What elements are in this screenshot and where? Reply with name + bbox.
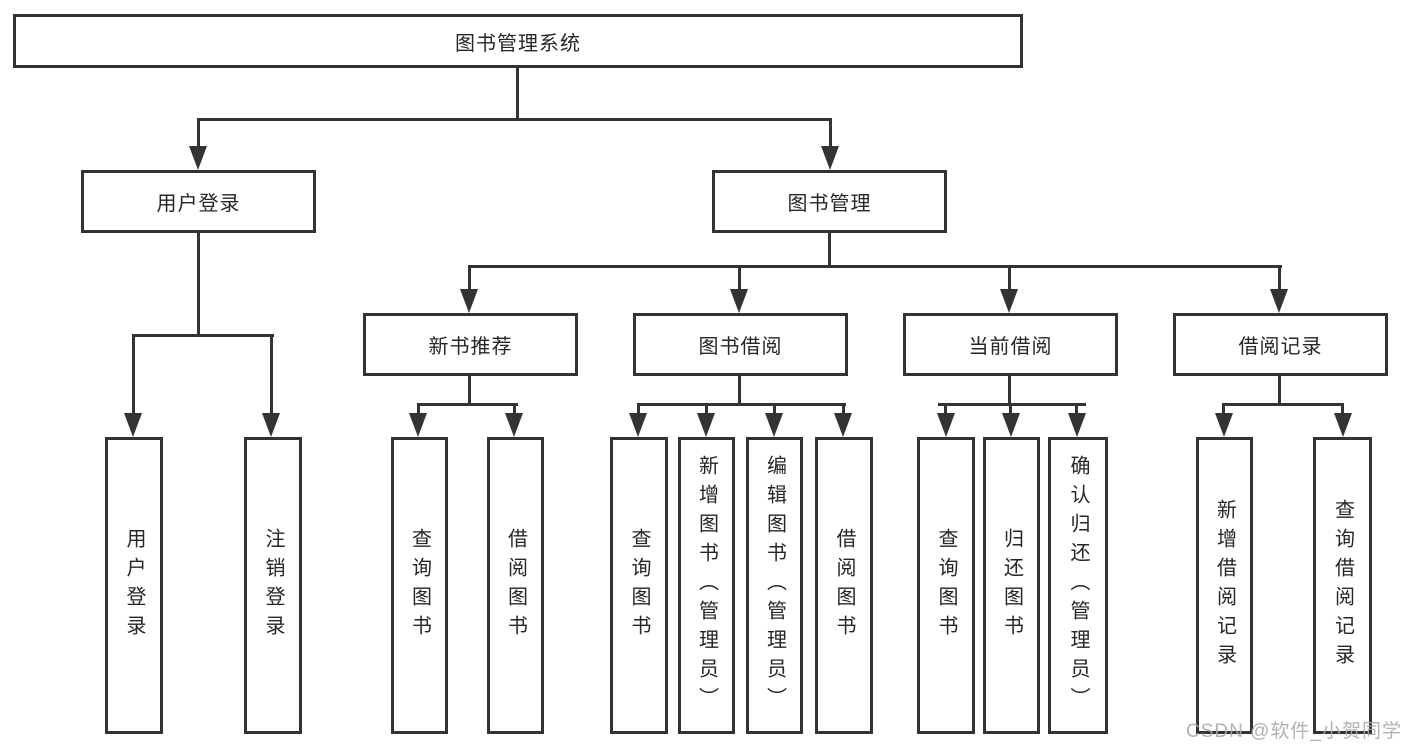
- leaf-user-login-label: 用户登录: [123, 527, 145, 644]
- leaf-logout-label: 注销登录: [262, 527, 284, 644]
- arrowhead-down-icon: [765, 413, 783, 437]
- connector-rail: [1222, 403, 1344, 406]
- leaf-query-books-3: 查询图书: [917, 437, 975, 734]
- arrowhead-down-icon: [505, 413, 523, 437]
- node-borrow-records: 借阅记录: [1173, 313, 1388, 376]
- connector-stem: [1341, 403, 1344, 417]
- connector-stem: [468, 265, 471, 293]
- node-user-login: 用户登录: [81, 170, 316, 233]
- connector-root-rail: [197, 118, 832, 121]
- connector-stem: [1008, 376, 1011, 406]
- arrowhead-down-icon: [834, 413, 852, 437]
- arrowhead-down-icon: [460, 289, 478, 313]
- leaf-user-login: 用户登录: [105, 437, 163, 734]
- connector-stem: [828, 233, 831, 268]
- arrowhead-down-icon: [189, 146, 207, 170]
- leaf-query-books-1: 查询图书: [391, 437, 448, 734]
- node-new-book-recommend-label: 新书推荐: [428, 336, 513, 358]
- leaf-add-book-admin: 新增图书（管理员）: [678, 437, 735, 734]
- arrowhead-down-icon: [821, 146, 839, 170]
- connector-stem: [637, 403, 640, 417]
- node-root-label: 图书管理系统: [455, 32, 581, 55]
- csdn-watermark: CSDN @软件_小贺同学: [1186, 721, 1402, 742]
- connector-stem: [829, 118, 832, 150]
- connector-stem: [270, 334, 273, 415]
- leaf-edit-book-admin: 编辑图书（管理员）: [746, 437, 803, 734]
- arrowhead-down-icon: [937, 413, 955, 437]
- node-book-management-label: 图书管理: [787, 193, 872, 215]
- connector-rail: [637, 403, 846, 406]
- arrowhead-down-icon: [1068, 413, 1086, 437]
- connector-stem: [197, 118, 200, 150]
- connector-stem: [842, 403, 845, 417]
- leaf-borrow-books-2: 借阅图书: [815, 437, 873, 734]
- leaf-query-books-3-label: 查询图书: [935, 527, 957, 644]
- leaf-query-books-2: 查询图书: [610, 437, 668, 734]
- leaf-query-books-2-label: 查询图书: [628, 527, 650, 644]
- connector-stem: [1222, 403, 1225, 417]
- node-current-borrow-label: 当前借阅: [968, 336, 1053, 358]
- node-new-book-recommend: 新书推荐: [363, 313, 578, 376]
- node-book-management: 图书管理: [712, 170, 947, 233]
- leaf-borrow-books-1-label: 借阅图书: [504, 527, 527, 644]
- leaf-return-book: 归还图书: [983, 437, 1040, 734]
- connector-stem: [944, 403, 947, 417]
- connector-stem: [197, 233, 200, 337]
- leaf-add-book-admin-label: 新增图书（管理员）: [695, 455, 718, 716]
- leaf-confirm-return-admin-label: 确认归还（管理员）: [1067, 455, 1089, 716]
- arrowhead-down-icon: [1002, 413, 1020, 437]
- leaf-query-borrow-record-label: 查询借阅记录: [1331, 498, 1354, 673]
- arrowhead-down-icon: [730, 289, 748, 313]
- connector-stem: [1278, 265, 1281, 293]
- connector-stem: [417, 403, 420, 417]
- connector-rail: [468, 265, 1282, 268]
- connector-stem: [468, 376, 471, 406]
- arrowhead-down-icon: [1215, 413, 1233, 437]
- arrowhead-down-icon: [697, 413, 715, 437]
- node-borrow-records-label: 借阅记录: [1238, 336, 1323, 358]
- leaf-confirm-return-admin: 确认归还（管理员）: [1048, 437, 1108, 734]
- arrowhead-down-icon: [409, 413, 427, 437]
- leaf-borrow-books-1: 借阅图书: [487, 437, 544, 734]
- leaf-add-borrow-record-label: 新增借阅记录: [1213, 498, 1236, 673]
- connector-stem: [738, 265, 741, 293]
- connector-stem: [1075, 403, 1078, 417]
- node-current-borrow: 当前借阅: [903, 313, 1118, 376]
- leaf-borrow-books-2-label: 借阅图书: [833, 527, 855, 644]
- node-user-login-label: 用户登录: [156, 193, 241, 215]
- node-book-borrow: 图书借阅: [633, 313, 848, 376]
- connector-stem: [705, 403, 708, 417]
- node-root: 图书管理系统: [13, 14, 1023, 68]
- leaf-query-books-1-label: 查询图书: [408, 527, 431, 644]
- leaf-edit-book-admin-label: 编辑图书（管理员）: [763, 455, 786, 716]
- connector-root-stem: [516, 68, 519, 120]
- connector-rail: [132, 334, 274, 337]
- arrowhead-down-icon: [124, 413, 142, 437]
- connector-stem: [773, 403, 776, 417]
- arrowhead-down-icon: [1334, 413, 1352, 437]
- arrowhead-down-icon: [629, 413, 647, 437]
- leaf-return-book-label: 归还图书: [1000, 527, 1023, 644]
- leaf-logout: 注销登录: [244, 437, 302, 734]
- arrowhead-down-icon: [1000, 289, 1018, 313]
- connector-stem: [1009, 403, 1012, 417]
- leaf-query-borrow-record: 查询借阅记录: [1313, 437, 1372, 734]
- arrowhead-down-icon: [262, 413, 280, 437]
- connector-stem: [1008, 265, 1011, 293]
- node-book-borrow-label: 图书借阅: [698, 336, 783, 358]
- connector-rail: [938, 403, 1086, 406]
- arrowhead-down-icon: [1270, 289, 1288, 313]
- leaf-add-borrow-record: 新增借阅记录: [1196, 437, 1253, 734]
- connector-stem: [738, 376, 741, 406]
- connector-stem: [132, 334, 135, 415]
- connector-stem: [1278, 376, 1281, 406]
- connector-rail: [417, 403, 518, 406]
- connector-stem: [513, 403, 516, 417]
